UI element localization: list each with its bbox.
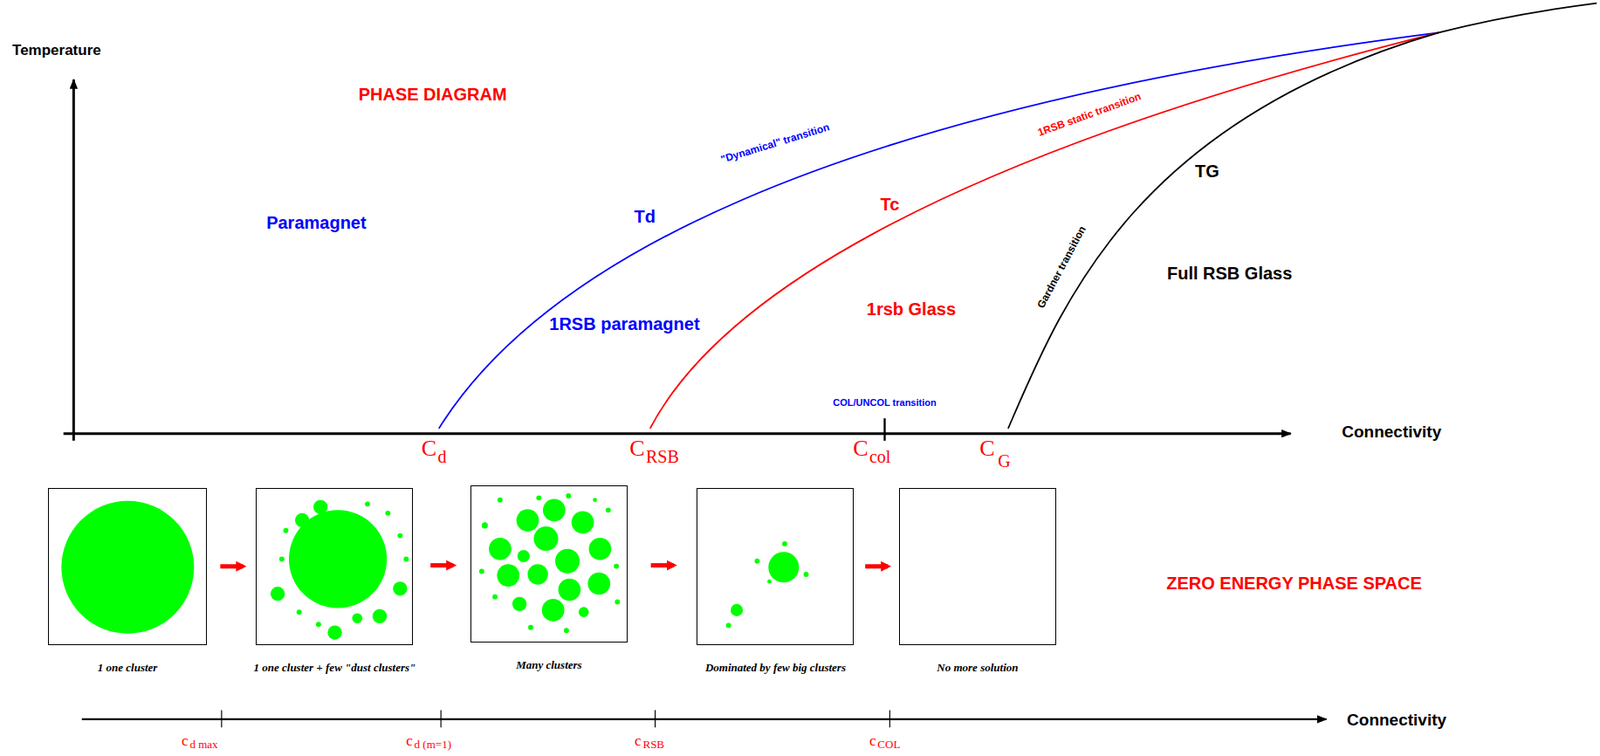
axis-title: Connectivity (1341, 423, 1442, 440)
threshold-subscript: G (997, 452, 1010, 470)
curve-label: "Dynamical" transition (720, 121, 831, 165)
threshold-subscript: COL (877, 738, 900, 750)
bottom-ticks (221, 709, 890, 728)
threshold-subscript: d max (189, 738, 218, 750)
phase-space-panel: Many clusters (470, 485, 628, 643)
bottom-connectivity-axis (82, 718, 1327, 721)
threshold-subscript: col (869, 447, 891, 466)
curve-symbol: TG (1194, 162, 1220, 180)
transition-arrow (219, 563, 243, 569)
phase-space-panel: No more solution (899, 487, 1057, 646)
phase-space-panel: 1 one cluster (48, 487, 207, 646)
threshold-symbol: c (634, 732, 642, 748)
transition-arrow (865, 563, 888, 569)
col-tick (883, 418, 886, 441)
phase-space-panel: 1 one cluster + few "dust clusters" (255, 487, 413, 646)
curve-label: Gardner transition (1035, 224, 1088, 310)
transition-arrow (651, 563, 674, 568)
connectivity-axis (63, 432, 1291, 435)
threshold-symbol: C (979, 437, 995, 461)
panel-caption: Many clusters (515, 658, 582, 673)
panel-caption: 1 one cluster (97, 660, 158, 675)
phase-name: Full RSB Glass (1167, 264, 1292, 282)
axis-title: Connectivity (1346, 711, 1447, 728)
threshold-symbol: c (405, 732, 413, 748)
temperature-axis (72, 79, 76, 441)
phase-name: 1rsb Glass (866, 300, 956, 318)
phase-name: Paramagnet (266, 213, 367, 232)
threshold-symbol: C (421, 437, 437, 461)
threshold-subscript: d (m=1) (414, 738, 452, 750)
diagram-title: PHASE DIAGRAM (358, 85, 508, 104)
threshold-symbol: C (629, 437, 645, 461)
gardner-curve (1008, 3, 1597, 429)
threshold-subscript: RSB (645, 447, 680, 466)
threshold-symbol: C (852, 437, 868, 461)
phase-space-panel: Dominated by few big clusters (696, 487, 854, 646)
panel-caption: 1 one cluster + few "dust clusters" (254, 660, 417, 675)
panel-caption: Dominated by few big clusters (705, 660, 846, 675)
threshold-symbol: c (181, 732, 189, 748)
axis-title: Temperature (12, 42, 102, 58)
curve-symbol: Td (634, 207, 656, 226)
curve-symbol: Tc (879, 195, 900, 213)
threshold-subscript: RSB (642, 738, 665, 750)
threshold-symbol: c (869, 732, 877, 748)
transition-arrow (430, 563, 454, 568)
section-title: ZERO ENERGY PHASE SPACE (1166, 574, 1422, 592)
panel-caption: No more solution (936, 660, 1018, 675)
phase-name: 1RSB paramagnet (549, 315, 700, 333)
threshold-subscript: d (438, 447, 447, 466)
static-curve (650, 32, 1439, 428)
transition-note: COL/UNCOL transition (832, 397, 936, 407)
curve-label: 1RSB static transition (1036, 90, 1143, 138)
